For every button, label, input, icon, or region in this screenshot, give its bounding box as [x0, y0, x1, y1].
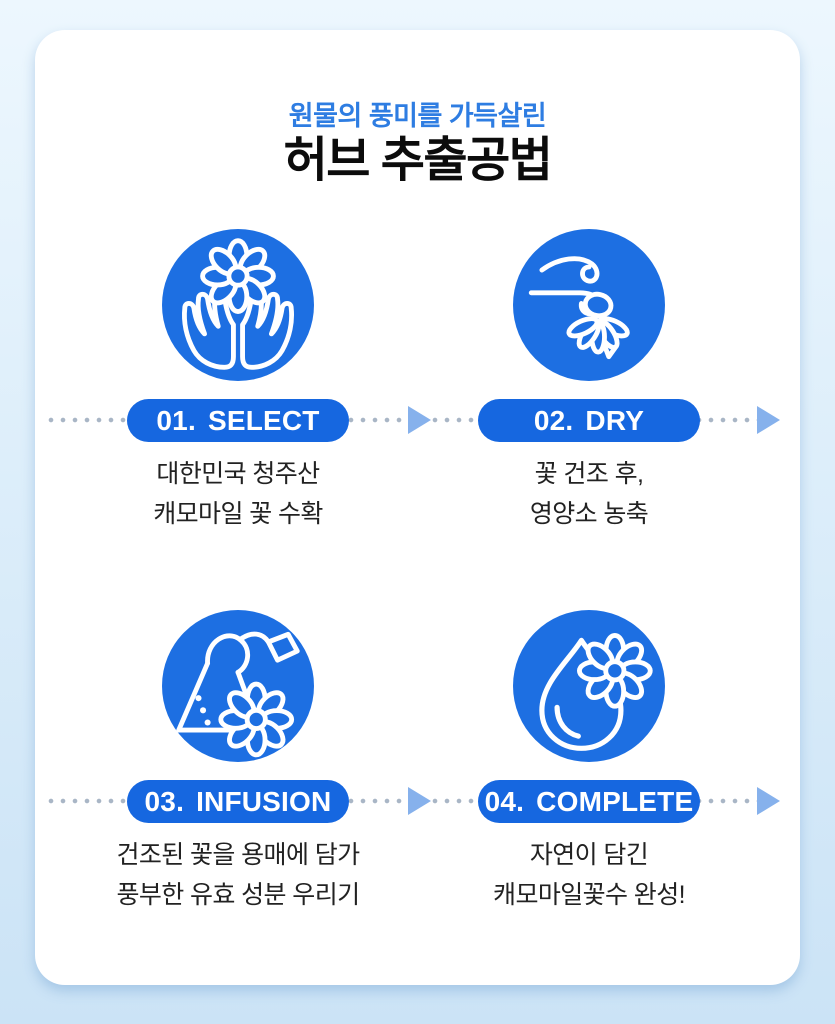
- arrow-right-icon: [757, 787, 780, 815]
- arrow-right-icon: [408, 787, 431, 815]
- page-title: 허브 추출공법: [283, 134, 553, 187]
- step3-desc-line2: 풍부한 유효 성분 우리기: [116, 881, 360, 909]
- step4-badge: 04. COMPLETE: [478, 780, 700, 823]
- step1-badge: 01. SELECT: [127, 399, 349, 442]
- step4-label: COMPLETE: [536, 785, 694, 817]
- step1-label: SELECT: [207, 404, 320, 436]
- teabag-flower-icon: [176, 631, 300, 762]
- arrow-right-icon: [757, 406, 780, 434]
- flow-line-row2: [35, 787, 800, 815]
- step2-badge: 02. DRY: [478, 399, 700, 442]
- step4-desc-line1: 자연이 담긴: [529, 841, 649, 869]
- step1-number: 01.: [156, 404, 196, 436]
- step4-number: 04.: [484, 785, 525, 817]
- step2-description: 꽃 건조 후, 영양소 농축: [429, 454, 749, 534]
- step2-desc-line2: 영양소 농축: [529, 500, 649, 528]
- dotted-line: [45, 417, 757, 423]
- flow-line-row1: [35, 406, 800, 434]
- arrow-right-icon: [408, 406, 431, 434]
- step2-icon-circle: [513, 229, 665, 381]
- step2-desc-line1: 꽃 건조 후,: [534, 460, 644, 488]
- infographic-card: 원물의 풍미를 가득살린 허브 추출공법: [35, 30, 800, 985]
- waterdrop-flower-icon: [539, 610, 665, 751]
- step1-description: 대한민국 청주산 캐모마일 꽃 수확: [78, 454, 398, 534]
- step3-badge: 03. INFUSION: [127, 780, 349, 823]
- step1-desc-line1: 대한민국 청주산: [156, 460, 320, 488]
- step2-label: DRY: [585, 404, 645, 436]
- step2-number: 02.: [533, 404, 574, 436]
- hands-holding-flower-icon: [162, 229, 314, 381]
- step1-desc-line2: 캐모마일 꽃 수확: [153, 500, 323, 528]
- step3-number: 03.: [144, 785, 185, 817]
- step4-description: 자연이 담긴 캐모마일꽃수 완성!: [429, 835, 749, 915]
- step3-icon-circle: [162, 610, 314, 762]
- step4-desc-line2: 캐모마일꽃수 완성!: [493, 881, 686, 909]
- step3-description: 건조된 꽃을 용매에 담가 풍부한 유효 성분 우리기: [78, 835, 398, 915]
- step3-label: INFUSION: [196, 785, 332, 817]
- subtitle: 원물의 풍미를 가득살린: [288, 101, 547, 131]
- dotted-line: [45, 798, 757, 804]
- step3-desc-line1: 건조된 꽃을 용매에 담가: [116, 841, 360, 869]
- step4-icon-circle: [513, 610, 665, 762]
- step1-icon-circle: [162, 229, 314, 381]
- wind-drying-flower-icon: [528, 256, 630, 360]
